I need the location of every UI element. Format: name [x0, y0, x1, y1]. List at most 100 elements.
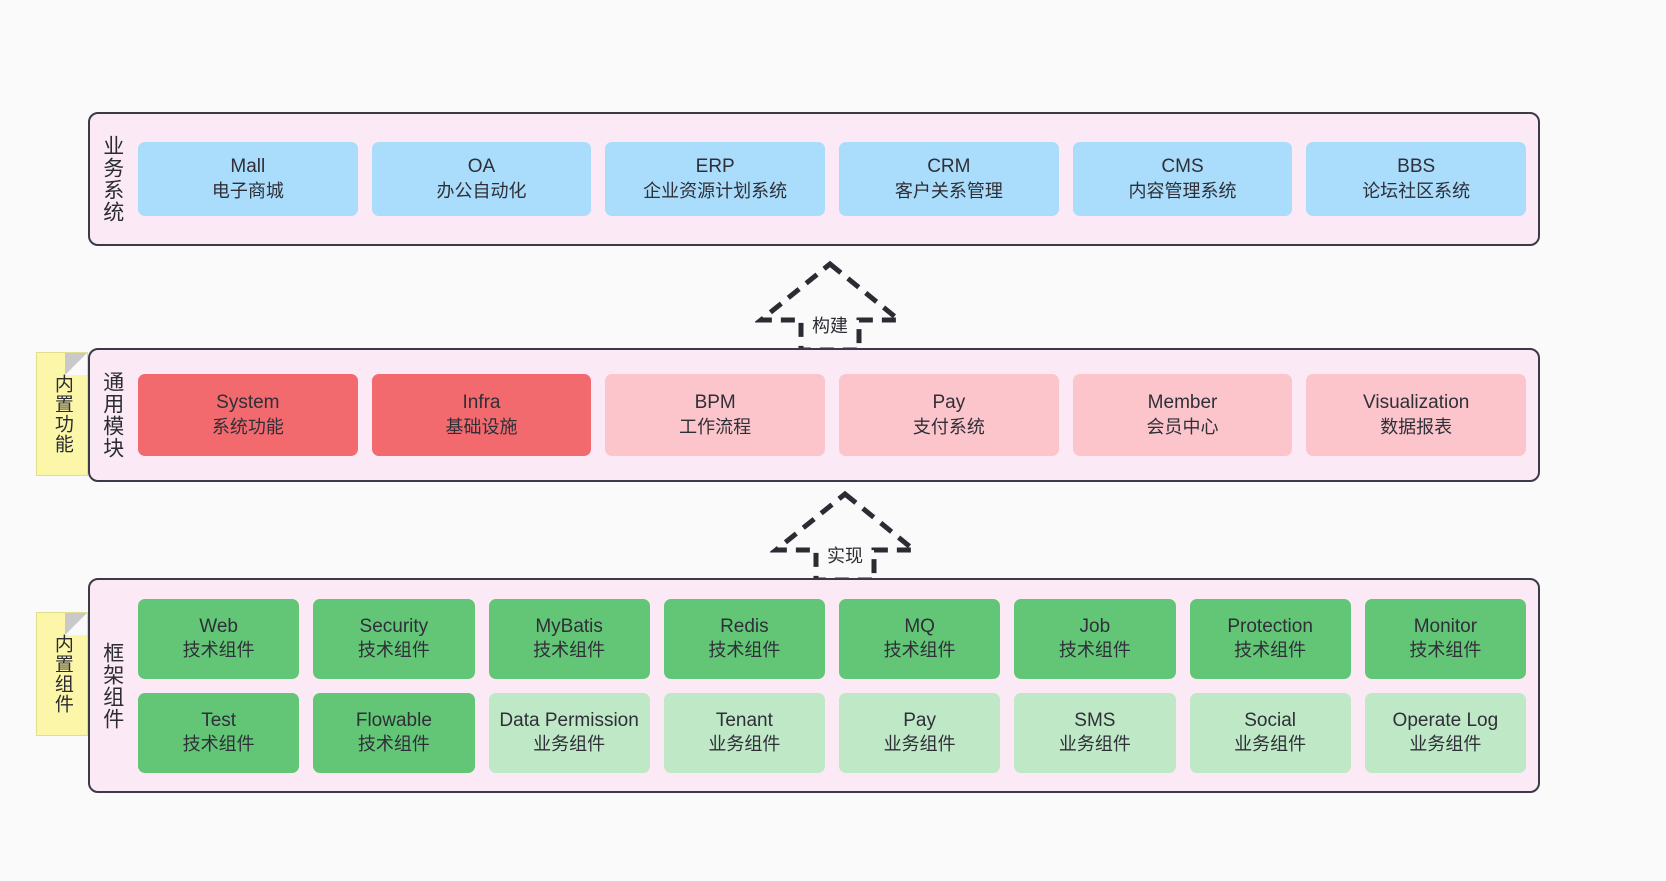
- card-title: MQ: [904, 615, 935, 637]
- sticky-note-builtin-component: 内置组件: [36, 612, 88, 736]
- connector-realize-arrow: 实现: [770, 488, 920, 584]
- layer-caption-common: 通用模块: [100, 371, 124, 459]
- card-title: Data Permission: [499, 709, 639, 731]
- card-title: Visualization: [1363, 392, 1470, 414]
- card-title: Tenant: [715, 709, 773, 731]
- card-title: ERP: [695, 156, 735, 178]
- card-title: Job: [1079, 615, 1111, 637]
- card-subtitle: 内容管理系统: [1128, 180, 1237, 201]
- card-title: BBS: [1397, 156, 1436, 178]
- card-subtitle: 技术组件: [883, 640, 956, 661]
- card-subtitle: 会员中心: [1146, 416, 1219, 437]
- layer-business-systems: 业务系统 Mall 电子商城 OA 办公自动化 ERP 企业资源计划系统 CRM…: [88, 112, 1540, 246]
- framework-card-list: Web 技术组件 Security 技术组件 MyBatis 技术组件 Redi…: [134, 580, 1538, 791]
- card-title: MyBatis: [535, 615, 603, 637]
- card-subtitle: 办公自动化: [436, 180, 527, 201]
- card-subtitle: 电子商城: [211, 180, 284, 201]
- card-subtitle: 技术组件: [1234, 640, 1307, 661]
- card-operate-log[interactable]: Operate Log 业务组件: [1364, 692, 1526, 773]
- card-subtitle: 技术组件: [1058, 640, 1131, 661]
- card-system[interactable]: System 系统功能: [138, 374, 358, 456]
- card-infra[interactable]: Infra 基础设施: [371, 374, 592, 456]
- card-cms[interactable]: CMS 内容管理系统: [1072, 142, 1293, 216]
- card-subtitle: 技术组件: [357, 640, 430, 661]
- card-title: OA: [467, 156, 496, 178]
- card-title: Monitor: [1413, 615, 1478, 637]
- card-sms[interactable]: SMS 业务组件: [1014, 692, 1176, 773]
- layer-framework-components: 框架组件 Web 技术组件 Security 技术组件 MyBatis 技术组件…: [88, 578, 1540, 793]
- card-subtitle: 客户关系管理: [894, 180, 1003, 201]
- card-monitor[interactable]: Monitor 技术组件: [1364, 598, 1526, 679]
- card-title: CRM: [927, 156, 971, 178]
- card-subtitle: 技术组件: [182, 640, 255, 661]
- card-title: Security: [359, 615, 429, 637]
- card-pay[interactable]: Pay 支付系统: [839, 374, 1059, 456]
- card-subtitle: 系统功能: [211, 416, 284, 437]
- layer-caption-business: 业务系统: [100, 135, 124, 223]
- card-test[interactable]: Test 技术组件: [138, 692, 300, 773]
- card-member[interactable]: Member 会员中心: [1072, 374, 1293, 456]
- card-title: Web: [199, 615, 238, 637]
- card-subtitle: 业务组件: [1058, 734, 1131, 755]
- card-crm[interactable]: CRM 客户关系管理: [839, 142, 1059, 216]
- card-subtitle: 技术组件: [357, 734, 430, 755]
- card-pay-business[interactable]: Pay 业务组件: [839, 692, 1001, 773]
- common-card-list: System 系统功能 Infra 基础设施 BPM 工作流程 Pay 支付系统…: [134, 350, 1538, 480]
- card-title: Pay: [903, 709, 936, 731]
- card-title: Redis: [720, 615, 769, 637]
- card-mybatis[interactable]: MyBatis 技术组件: [488, 598, 650, 679]
- layer-common-modules: 通用模块 System 系统功能 Infra 基础设施 BPM 工作流程 Pay…: [88, 348, 1540, 482]
- card-title: Test: [201, 709, 237, 731]
- card-subtitle: 技术组件: [1409, 640, 1482, 661]
- card-subtitle: 技术组件: [708, 640, 781, 661]
- card-web[interactable]: Web 技术组件: [138, 598, 300, 679]
- card-subtitle: 业务组件: [708, 734, 781, 755]
- card-bbs[interactable]: BBS 论坛社区系统: [1306, 142, 1527, 216]
- card-subtitle: 业务组件: [1409, 734, 1482, 755]
- card-subtitle: 技术组件: [533, 640, 606, 661]
- card-title: Operate Log: [1392, 709, 1499, 731]
- card-protection[interactable]: Protection 技术组件: [1189, 598, 1351, 679]
- card-title: Flowable: [355, 709, 432, 731]
- card-data-permission[interactable]: Data Permission 业务组件: [488, 692, 650, 773]
- layer-caption-framework: 框架组件: [100, 641, 124, 730]
- card-subtitle: 业务组件: [1234, 734, 1307, 755]
- card-erp[interactable]: ERP 企业资源计划系统: [605, 142, 826, 216]
- card-subtitle: 业务组件: [533, 734, 606, 755]
- card-subtitle: 数据报表: [1380, 416, 1453, 437]
- card-title: Social: [1244, 709, 1296, 731]
- connector-build-arrow: 构建: [755, 258, 905, 354]
- card-subtitle: 企业资源计划系统: [643, 180, 788, 201]
- card-subtitle: 支付系统: [912, 416, 985, 437]
- framework-row-technical: Web 技术组件 Security 技术组件 MyBatis 技术组件 Redi…: [138, 598, 1526, 679]
- card-mq[interactable]: MQ 技术组件: [839, 598, 1001, 679]
- card-security[interactable]: Security 技术组件: [313, 598, 475, 679]
- card-title: Mall: [230, 156, 266, 178]
- card-oa[interactable]: OA 办公自动化: [371, 142, 592, 216]
- card-subtitle: 工作流程: [679, 416, 752, 437]
- card-mall[interactable]: Mall 电子商城: [138, 142, 358, 216]
- card-subtitle: 基础设施: [445, 416, 518, 437]
- card-subtitle: 技术组件: [182, 734, 255, 755]
- card-title: System: [216, 392, 280, 414]
- card-subtitle: 业务组件: [883, 734, 956, 755]
- business-card-list: Mall 电子商城 OA 办公自动化 ERP 企业资源计划系统 CRM 客户关系…: [134, 114, 1538, 244]
- card-title: BPM: [694, 392, 736, 414]
- connector-realize-label: 实现: [827, 546, 863, 566]
- card-title: Protection: [1227, 615, 1313, 637]
- card-job[interactable]: Job 技术组件: [1014, 598, 1176, 679]
- card-social[interactable]: Social 业务组件: [1189, 692, 1351, 773]
- card-visualization[interactable]: Visualization 数据报表: [1306, 374, 1527, 456]
- sticky-note-builtin-function: 内置功能: [36, 352, 88, 476]
- card-title: Pay: [932, 392, 966, 414]
- card-title: CMS: [1161, 156, 1204, 178]
- card-bpm[interactable]: BPM 工作流程: [605, 374, 826, 456]
- card-subtitle: 论坛社区系统: [1362, 180, 1471, 201]
- connector-build-label: 构建: [812, 316, 848, 336]
- framework-row-business: Test 技术组件 Flowable 技术组件 Data Permission …: [138, 692, 1526, 773]
- card-flowable[interactable]: Flowable 技术组件: [313, 692, 475, 773]
- card-title: SMS: [1074, 709, 1116, 731]
- card-tenant[interactable]: Tenant 业务组件: [663, 692, 825, 773]
- card-title: Infra: [462, 392, 501, 414]
- card-redis[interactable]: Redis 技术组件: [663, 598, 825, 679]
